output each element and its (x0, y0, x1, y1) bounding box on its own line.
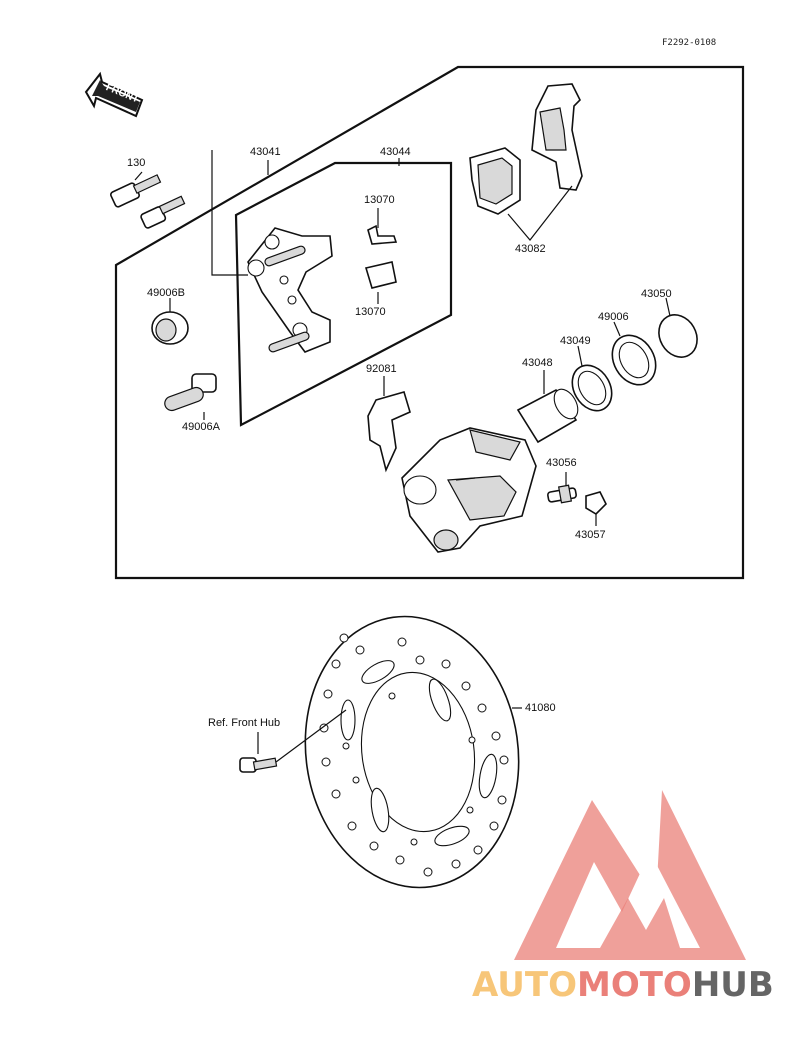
logo-text-moto: MOTO (577, 965, 692, 1005)
cap-43050-icon (658, 314, 698, 358)
caliper-bracket-icon (247, 227, 333, 353)
part-label-92081: 92081 (366, 363, 397, 375)
part-label-13070-upper: 13070 (364, 194, 395, 206)
bracket-sub-frame (234, 161, 453, 427)
bleed-valve-43056-icon (547, 484, 577, 504)
ref-front-hub-label: Ref. Front Hub (208, 717, 280, 729)
leader-43082 (507, 185, 573, 241)
part-label-43050: 43050 (641, 288, 672, 300)
pad-spring-92081-icon (367, 391, 411, 473)
bleed-cap-43057-icon (585, 491, 607, 516)
part-label-43049: 43049 (560, 335, 591, 347)
hub-bolt-icon (239, 757, 278, 773)
part-label-41080: 41080 (525, 702, 556, 714)
part-label-130: 130 (127, 157, 145, 169)
logo-text-auto: AUTO (472, 965, 577, 1005)
brake-pad-set-icon (469, 83, 583, 215)
part-label-43082: 43082 (515, 243, 546, 255)
leader-130 (134, 171, 143, 181)
leader-caliper (455, 477, 476, 481)
pad-spring-upper-icon (367, 224, 398, 245)
svg-text:AUTOMOTOHUB: AUTOMOTOHUB (472, 965, 774, 1005)
dust-seal-49006-icon (611, 334, 657, 386)
slide-pin-49006A-icon (164, 373, 217, 412)
part-label-43044: 43044 (380, 146, 411, 158)
part-label-13070-lower: 13070 (355, 306, 386, 318)
diagram-code: F2292-0108 (662, 38, 716, 48)
piston-seal-43049-icon (571, 364, 613, 412)
part-label-49006B: 49006B (147, 287, 185, 299)
part-label-49006: 49006 (598, 311, 629, 323)
piston-43048-icon (516, 388, 579, 444)
bolt-130-icon (110, 174, 186, 229)
leader-49006 (613, 321, 621, 337)
leader-43050 (665, 297, 671, 317)
part-label-43057: 43057 (575, 529, 606, 541)
automotohub-logo: AUTOMOTOHUB (472, 790, 774, 1005)
pad-spring-lower-icon (364, 261, 397, 289)
leader-130-bracket (211, 150, 248, 276)
part-label-49006A: 49006A (182, 421, 221, 433)
dust-seal-49006B-icon (151, 311, 189, 345)
part-label-43056: 43056 (546, 457, 577, 469)
part-label-43041: 43041 (250, 146, 281, 158)
brake-disc-icon (304, 615, 520, 889)
leader-43049 (577, 345, 583, 367)
front-arrow-icon: FRONT (84, 71, 144, 118)
part-label-43048: 43048 (522, 357, 553, 369)
caliper-body-icon (401, 427, 537, 553)
caliper-assembly-frame (114, 65, 745, 580)
leader-hub-bolt (275, 709, 347, 763)
logo-text-hub: HUB (692, 965, 774, 1005)
